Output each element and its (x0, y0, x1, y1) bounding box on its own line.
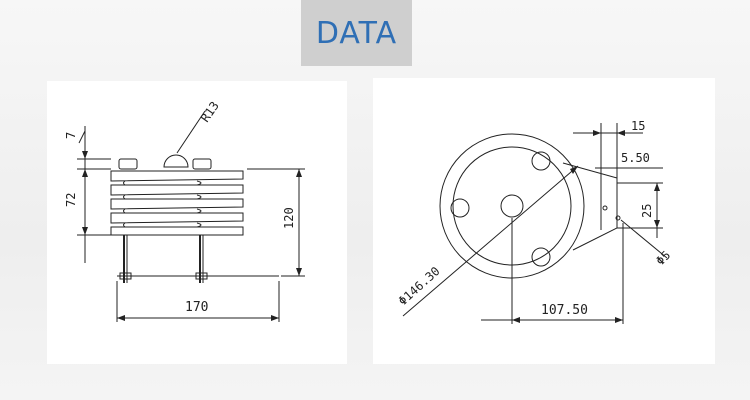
bracket-arm (562, 162, 618, 251)
nut-right (195, 272, 208, 280)
dim-170-label: 170 (185, 300, 208, 315)
dim-25-label: 25 (640, 204, 654, 218)
radius-label: R13 (198, 99, 222, 125)
diameter-leader (402, 165, 579, 317)
nut-left (119, 272, 132, 280)
side-view-drawing: 7 72 120 170 R13 (64, 99, 305, 322)
dim-phi5-label: Φ5 (653, 248, 673, 268)
cap-left (118, 158, 138, 170)
cap-right (192, 158, 212, 170)
hole-leader (620, 219, 668, 259)
dim-72-label: 72 (64, 193, 78, 207)
louvre-stack (110, 170, 244, 236)
top-view-panel: 15 5.50 25 Φ5 107.50 Φ146.30 (373, 78, 715, 364)
bolt-hole-top (531, 151, 551, 171)
side-view-panel: 7 72 120 170 R13 (47, 81, 347, 364)
center-hole (500, 194, 524, 218)
dim-107-50-label: 107.50 (541, 303, 588, 318)
dim-120-label: 120 (282, 207, 296, 229)
bolt-hole-bottom (531, 247, 551, 267)
dome (163, 154, 189, 168)
top-view-drawing: 15 5.50 25 Φ5 107.50 Φ146.30 (396, 119, 673, 324)
dim-5-50-label: 5.50 (621, 151, 650, 165)
section-title: DATA (315, 15, 398, 51)
section-header: DATA (301, 0, 412, 66)
dim-15-label: 15 (631, 119, 645, 133)
radius-leader (176, 110, 206, 154)
dim-7-label: 7 (64, 132, 78, 139)
bolt-hole-left (450, 198, 470, 218)
